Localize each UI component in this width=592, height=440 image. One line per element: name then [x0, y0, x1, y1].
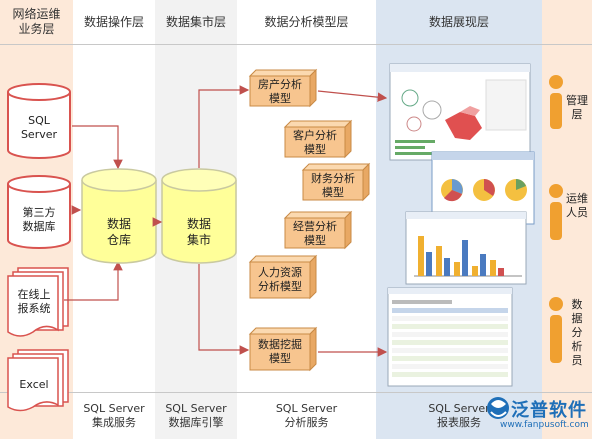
report-thumbnail-dashboard: [389, 63, 531, 161]
model-label-customer: 客户分析 模型: [293, 129, 337, 156]
source-label-online-report: 在线上 报系统: [17, 288, 51, 315]
model-box-customer: [283, 119, 353, 159]
header-business-layer: 网络运维 业务层: [12, 7, 61, 36]
model-label-finance: 财务分析 模型: [311, 172, 355, 199]
report-thumbnail-bars: [405, 211, 527, 285]
role-label-management: 管理 层: [566, 94, 588, 121]
report-thumbnail-table: [387, 287, 513, 387]
footer-integration-service: SQL Server 集成服务: [83, 401, 145, 429]
logo-text: 泛普软件: [511, 400, 587, 421]
footer-analysis-service: SQL Server 分析服务: [275, 401, 338, 429]
source-thirdparty-cylinder: [7, 175, 71, 249]
model-label-datamining: 数据挖掘 模型: [258, 338, 302, 365]
model-box-property: [248, 68, 318, 108]
warehouse-label: 数据 仓库: [106, 217, 131, 247]
source-label-sqlserver: SQL Server: [20, 114, 58, 141]
header-operation-layer: 数据操作层: [83, 14, 144, 29]
model-box-datamining: [248, 326, 318, 372]
mart-label: 数据 集市: [186, 217, 211, 247]
mart-cylinder: [161, 168, 237, 264]
source-excel-docs: [7, 349, 69, 412]
model-label-hr: 人力资源 分析模型: [258, 266, 302, 293]
person-icon-management: [549, 75, 563, 129]
model-box-operation: [283, 210, 353, 250]
logo-url: www.fanpusoft.com: [500, 420, 589, 430]
header-model-layer: 数据分析模型层: [264, 14, 349, 29]
fanpu-logo-mark: [487, 397, 509, 419]
person-icon-ops: [549, 184, 563, 240]
source-sqlserver-cylinder: [7, 83, 71, 159]
footer-reporting-service: SQL Server 报表服务: [428, 401, 490, 429]
model-box-finance: [301, 162, 371, 202]
person-icon-analyst: [549, 297, 563, 363]
role-label-ops: 运维 人员: [566, 192, 588, 219]
source-label-excel: Excel: [19, 378, 49, 391]
role-label-analyst: 数 据 分 析 员: [571, 298, 583, 367]
header-mart-layer: 数据集市层: [165, 14, 226, 29]
model-label-operation: 经营分析 模型: [293, 220, 337, 247]
footer-band: [0, 392, 592, 440]
footer-database-engine: SQL Server 数据库引擎: [165, 401, 227, 429]
warehouse-cylinder: [81, 168, 157, 264]
model-label-property: 房产分析 模型: [258, 78, 302, 105]
source-label-thirdparty: 第三方 数据库: [22, 206, 56, 233]
source-online-report-docs: [7, 267, 69, 337]
header-band: [0, 0, 592, 45]
header-presentation-layer: 数据展现层: [428, 14, 489, 29]
model-box-hr: [248, 254, 318, 300]
